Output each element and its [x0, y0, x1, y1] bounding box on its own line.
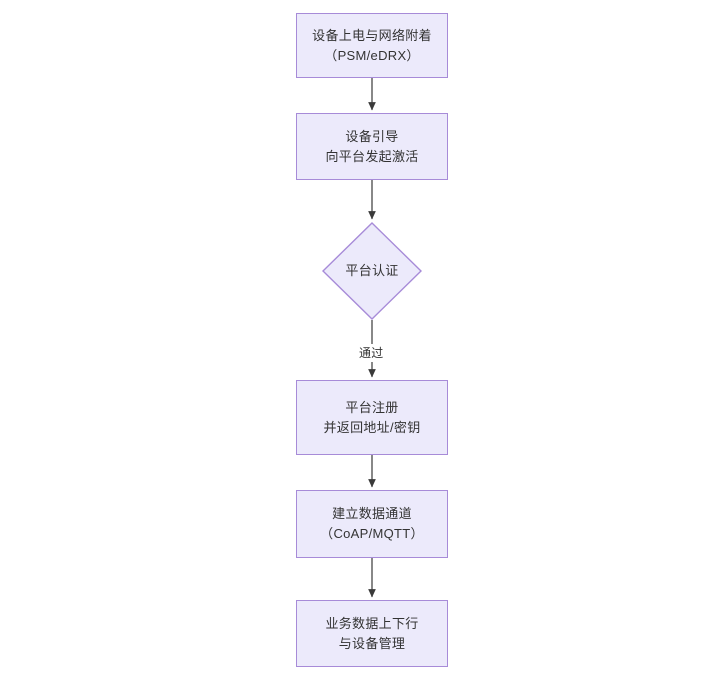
node-device-bootstrap[interactable]: 设备引导 向平台发起激活 — [296, 113, 448, 180]
node-establish-data-channel[interactable]: 建立数据通道 （CoAP/MQTT） — [296, 490, 448, 558]
node-label-line-1: 建立数据通道 — [332, 506, 412, 521]
node-label-line-2: 向平台发起激活 — [325, 148, 419, 164]
node-device-power-on[interactable]: 设备上电与网络附着 （PSM/eDRX） — [296, 13, 448, 78]
node-label-line-2: 并返回地址/密钥 — [323, 419, 421, 435]
node-label-line-2: 与设备管理 — [338, 635, 406, 651]
node-label-line-1: 平台认证 — [345, 263, 399, 278]
node-label-line-1: 业务数据上下行 — [325, 615, 419, 631]
node-label-line-1: 设备引导 — [345, 128, 399, 144]
diamond-shape — [322, 222, 422, 320]
node-label-line-1: 设备上电与网络附着 — [312, 27, 432, 43]
node-business-data-and-device-management[interactable]: 业务数据上下行 与设备管理 — [296, 600, 448, 667]
node-platform-auth-decision[interactable]: 平台认证 — [322, 222, 422, 320]
node-label-line-2: （CoAP/MQTT） — [320, 526, 424, 541]
edge-label-pass: 通过 — [356, 344, 387, 362]
node-label-line-1: 平台注册 — [345, 399, 399, 415]
node-label-line-2: （PSM/eDRX） — [324, 47, 420, 63]
node-platform-register[interactable]: 平台注册 并返回地址/密钥 — [296, 380, 448, 455]
